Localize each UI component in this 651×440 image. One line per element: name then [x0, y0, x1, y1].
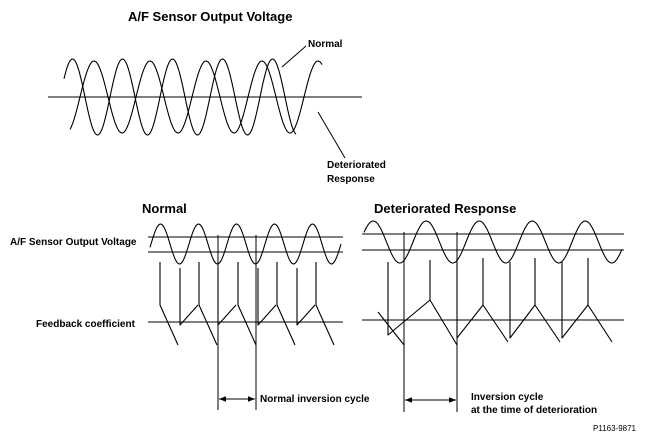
deteriorated-feedback-sawtooth [377, 258, 613, 346]
figure-code: P1163-9871 [593, 424, 637, 433]
deteriorated-label-line2: Response [327, 174, 375, 185]
feedback-coefficient-label: Feedback coefficient [36, 319, 136, 330]
deteriorated-cycle-label-line2: at the time of deterioration [471, 405, 597, 416]
deteriorated-heading: Deteriorated Response [374, 201, 516, 216]
normal-cycle-label: Normal inversion cycle [260, 394, 370, 405]
normal-leader-line [281, 45, 307, 68]
normal-waveform [63, 58, 297, 136]
deteriorated-leader-line [317, 111, 346, 159]
top-title: A/F Sensor Output Voltage [128, 9, 292, 24]
normal-label: Normal [308, 39, 343, 50]
deteriorated-waveform [69, 60, 323, 134]
deteriorated-cycle-label-line1: Inversion cycle [471, 392, 544, 403]
normal-feedback-sawtooth [159, 262, 335, 346]
normal-sensor-waveform [149, 223, 342, 265]
deteriorated-label-line1: Deteriorated [327, 160, 386, 171]
sensor-output-label: A/F Sensor Output Voltage [10, 237, 137, 248]
deteriorated-sensor-waveform [363, 220, 623, 264]
normal-heading: Normal [142, 201, 187, 216]
